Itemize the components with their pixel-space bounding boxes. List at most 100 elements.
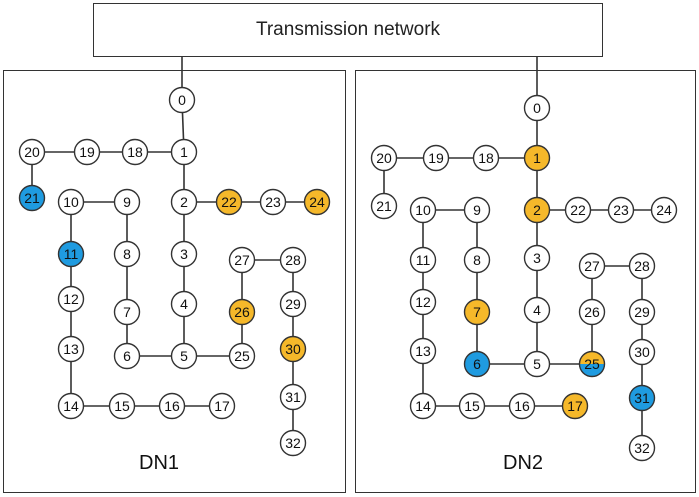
dn2-bus-28-circle	[628, 252, 656, 280]
dn1-bus-16: 16	[158, 392, 186, 420]
dn1-bus-27: 27	[228, 246, 256, 274]
dn2-bus-24-circle	[650, 196, 678, 224]
dn2-label: DN2	[503, 452, 544, 474]
dn1-bus-9-label: 9	[123, 194, 131, 210]
dn2-bus-8: 8	[463, 246, 491, 274]
dn2-bus-22-label: 22	[570, 202, 586, 218]
dn2-bus-13-circle	[409, 337, 437, 365]
dn2-bus-30-label: 30	[634, 344, 650, 360]
dn1-bus-21-circle	[18, 184, 46, 212]
dn1-bus-24: 24	[303, 188, 331, 216]
dn1-bus-23-label: 23	[265, 194, 281, 210]
dn2-bus-28-label: 28	[634, 258, 650, 274]
dn2-bus-5: 5	[523, 350, 551, 378]
distribution-network-1-panel	[3, 70, 346, 493]
dn2-bus-4-circle	[523, 296, 551, 324]
dn1-bus-16-label: 16	[164, 398, 180, 414]
dn2-bus-4: 4	[523, 296, 551, 324]
dn2-bus-29-circle	[628, 298, 656, 326]
dn1-bus-1-circle	[170, 138, 198, 166]
dn2-bus-31-circle	[628, 384, 656, 412]
dn2-bus-0-label: 0	[533, 100, 541, 116]
dn1-bus-32-label: 32	[285, 435, 301, 451]
dn2-bus-21: 21	[370, 192, 398, 220]
dn2-bus-6-circle	[463, 350, 491, 378]
dn1-bus-17: 17	[208, 392, 236, 420]
dn1-bus-8-circle	[113, 240, 141, 268]
dn1-bus-28: 28	[279, 246, 307, 274]
dn2-bus-25-ring	[578, 350, 606, 378]
dn1-bus-10-label: 10	[63, 194, 79, 210]
dn2-bus-1-label: 1	[533, 150, 541, 166]
dn2-bus-24: 24	[650, 196, 678, 224]
dn2-bus-26-label: 26	[584, 304, 600, 320]
dn2-bus-8-label: 8	[473, 252, 481, 268]
dn2-bus-7: 7	[463, 298, 491, 326]
dn2-bus-30-circle	[628, 338, 656, 366]
dn1-bus-9-circle	[113, 188, 141, 216]
dn2-bus-19: 19	[422, 144, 450, 172]
dn2-bus-22-circle	[564, 196, 592, 224]
dn2-bus-6: 6	[463, 350, 491, 378]
dn2-bus-12: 12	[409, 288, 437, 316]
dn1-bus-32-circle	[279, 429, 307, 457]
dn2-bus-14: 14	[409, 392, 437, 420]
dn1-bus-28-circle	[279, 246, 307, 274]
dn1-bus-2-label: 2	[180, 194, 188, 210]
dn2-bus-16: 16	[508, 392, 536, 420]
dn1-bus-2-circle	[170, 188, 198, 216]
dn1-bus-31-circle	[279, 383, 307, 411]
dn2-bus-16-circle	[508, 392, 536, 420]
dn2-bus-12-circle	[409, 288, 437, 316]
dn2-bus-26: 26	[578, 298, 606, 326]
dn1-bus-5-circle	[170, 342, 198, 370]
dn1-bus-18: 18	[121, 138, 149, 166]
dn1-bus-0-circle	[168, 86, 196, 114]
dn1-bus-20-label: 20	[24, 144, 40, 160]
dn1-bus-17-circle	[208, 392, 236, 420]
dn1-bus-10-circle	[57, 188, 85, 216]
dn1-bus-18-label: 18	[127, 144, 143, 160]
dn2-bus-24-label: 24	[656, 202, 672, 218]
dn1-bus-13-label: 13	[63, 341, 79, 357]
dn1-bus-30: 30	[279, 335, 307, 363]
dn2-bus-22: 22	[564, 196, 592, 224]
dn1-bus-23: 23	[259, 188, 287, 216]
dn2-bus-20: 20	[370, 144, 398, 172]
dn2-bus-29: 29	[628, 298, 656, 326]
dn1-bus-6-circle	[113, 342, 141, 370]
dn1-bus-0: 0	[168, 86, 196, 114]
dn2-bus-23-circle	[607, 196, 635, 224]
dn1-bus-4-label: 4	[180, 296, 188, 312]
dn1-bus-29: 29	[279, 290, 307, 318]
dn1-bus-3-circle	[170, 240, 198, 268]
dn1-bus-1: 1	[170, 138, 198, 166]
dn1-bus-22-label: 22	[221, 194, 237, 210]
dn2-bus-28: 28	[628, 252, 656, 280]
dn1-bus-22: 22	[215, 188, 243, 216]
dn2-bus-12-label: 12	[415, 294, 431, 310]
dn1-bus-11-label: 11	[64, 246, 79, 262]
dn1-bus-11-circle	[57, 240, 85, 268]
dn1-bus-3-label: 3	[180, 246, 188, 262]
dn2-bus-23-label: 23	[613, 202, 629, 218]
dn1-bus-14-circle	[57, 392, 85, 420]
dn2-bus-32-circle	[628, 434, 656, 462]
dn2-bus-14-label: 14	[415, 398, 431, 414]
dn2-bus-29-label: 29	[634, 304, 650, 320]
dn1-bus-25-label: 25	[234, 348, 250, 364]
dn2-bus-20-label: 20	[376, 150, 392, 166]
dn2-bus-25: 25	[578, 350, 606, 378]
dn2-bus-17-label: 17	[567, 398, 583, 414]
dn1-bus-7-label: 7	[123, 304, 131, 320]
dn2-bus-3-circle	[523, 244, 551, 272]
dn1-bus-14: 14	[57, 392, 85, 420]
dn2-bus-32: 32	[628, 434, 656, 462]
dn1-bus-18-circle	[121, 138, 149, 166]
dn1-bus-8-label: 8	[123, 246, 131, 262]
dn1-bus-7: 7	[113, 298, 141, 326]
dn1-bus-3: 3	[170, 240, 198, 268]
dn1-bus-14-label: 14	[63, 398, 79, 414]
